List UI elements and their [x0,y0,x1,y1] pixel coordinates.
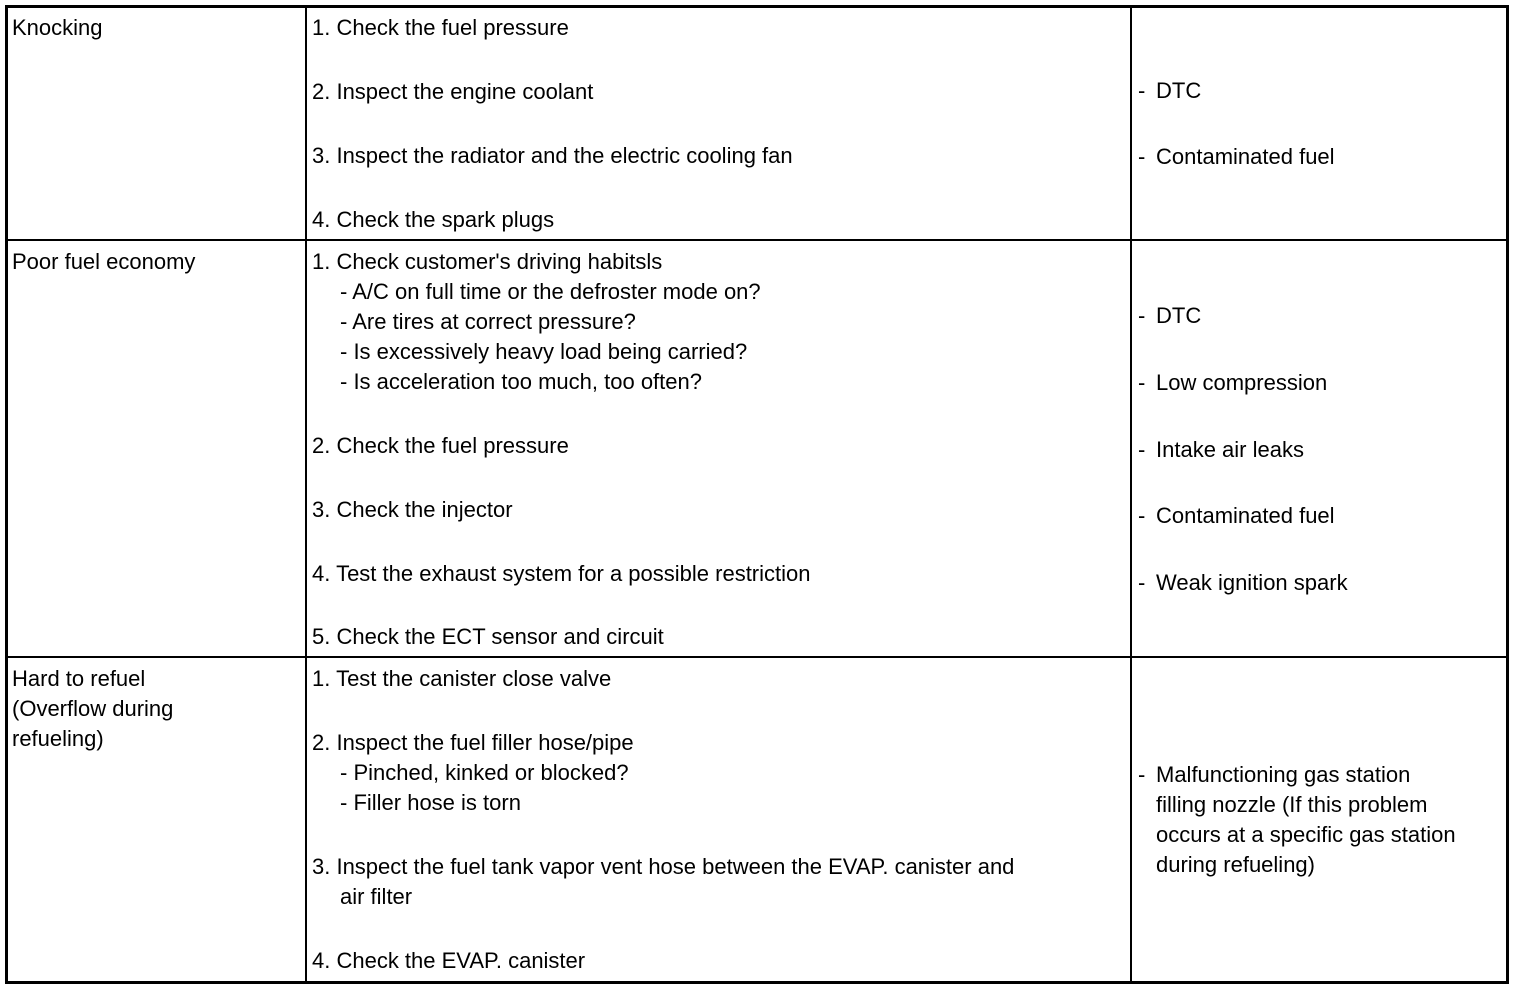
cause-item: during refueling) [1156,852,1315,877]
cause-item: Malfunctioning gas station [1156,762,1411,787]
check-item: 1. Check customer's driving habitsls [312,249,663,274]
check-subitem: - Filler hose is torn [340,790,521,815]
table-frame [5,5,1509,984]
bullet-dash: - [1138,144,1146,169]
check-item: 1. Check the fuel pressure [312,15,569,40]
bullet-dash: - [1138,303,1146,328]
bullet-dash: - [1138,437,1146,462]
bullet-dash: - [1138,503,1146,528]
check-item: 3. Inspect the radiator and the electric… [312,143,793,168]
bullet-dash: - [1138,78,1146,103]
column-divider [1130,5,1132,983]
cause-item: Contaminated fuel [1156,503,1335,528]
check-subitem: - A/C on full time or the defroster mode… [340,279,761,304]
check-item: 3. Inspect the fuel tank vapor vent hose… [312,854,1015,879]
check-item: 4. Check the EVAP. canister [312,948,586,973]
check-item: 2. Inspect the fuel filler hose/pipe [312,730,634,755]
check-item: 1. Test the canister close valve [312,666,612,691]
check-subitem: - Pinched, kinked or blocked? [340,760,629,785]
column-divider [305,5,307,983]
check-item: 4. Check the spark plugs [312,207,555,232]
check-item: 2. Inspect the engine coolant [312,79,594,104]
cause-item: DTC [1156,78,1202,103]
bullet-dash: - [1138,570,1146,595]
cause-item: occurs at a specific gas station [1156,822,1456,847]
symptom-cell: refueling) [12,726,104,751]
check-item: 4. Test the exhaust system for a possibl… [312,561,811,586]
symptom-cell: Hard to refuel [12,666,146,691]
check-item-continued: air filter [340,884,413,909]
cause-item: DTC [1156,303,1202,328]
cause-item: filling nozzle (If this problem [1156,792,1428,817]
cause-item: Low compression [1156,370,1328,395]
row-divider [5,656,1508,658]
symptom-cell: Poor fuel economy [12,249,196,274]
check-item: 5. Check the ECT sensor and circuit [312,624,664,649]
cause-item: Intake air leaks [1156,437,1304,462]
cause-item: Contaminated fuel [1156,144,1335,169]
row-divider [5,239,1508,241]
check-item: 2. Check the fuel pressure [312,433,569,458]
symptom-cell: Knocking [12,15,103,40]
check-subitem: - Is excessively heavy load being carrie… [340,339,748,364]
check-subitem: - Are tires at correct pressure? [340,309,636,334]
symptom-cell: (Overflow during [12,696,174,721]
bullet-dash: - [1138,370,1146,395]
check-subitem: - Is acceleration too much, too often? [340,369,702,394]
cause-item: Weak ignition spark [1156,570,1348,595]
check-item: 3. Check the injector [312,497,513,522]
bullet-dash: - [1138,762,1146,787]
